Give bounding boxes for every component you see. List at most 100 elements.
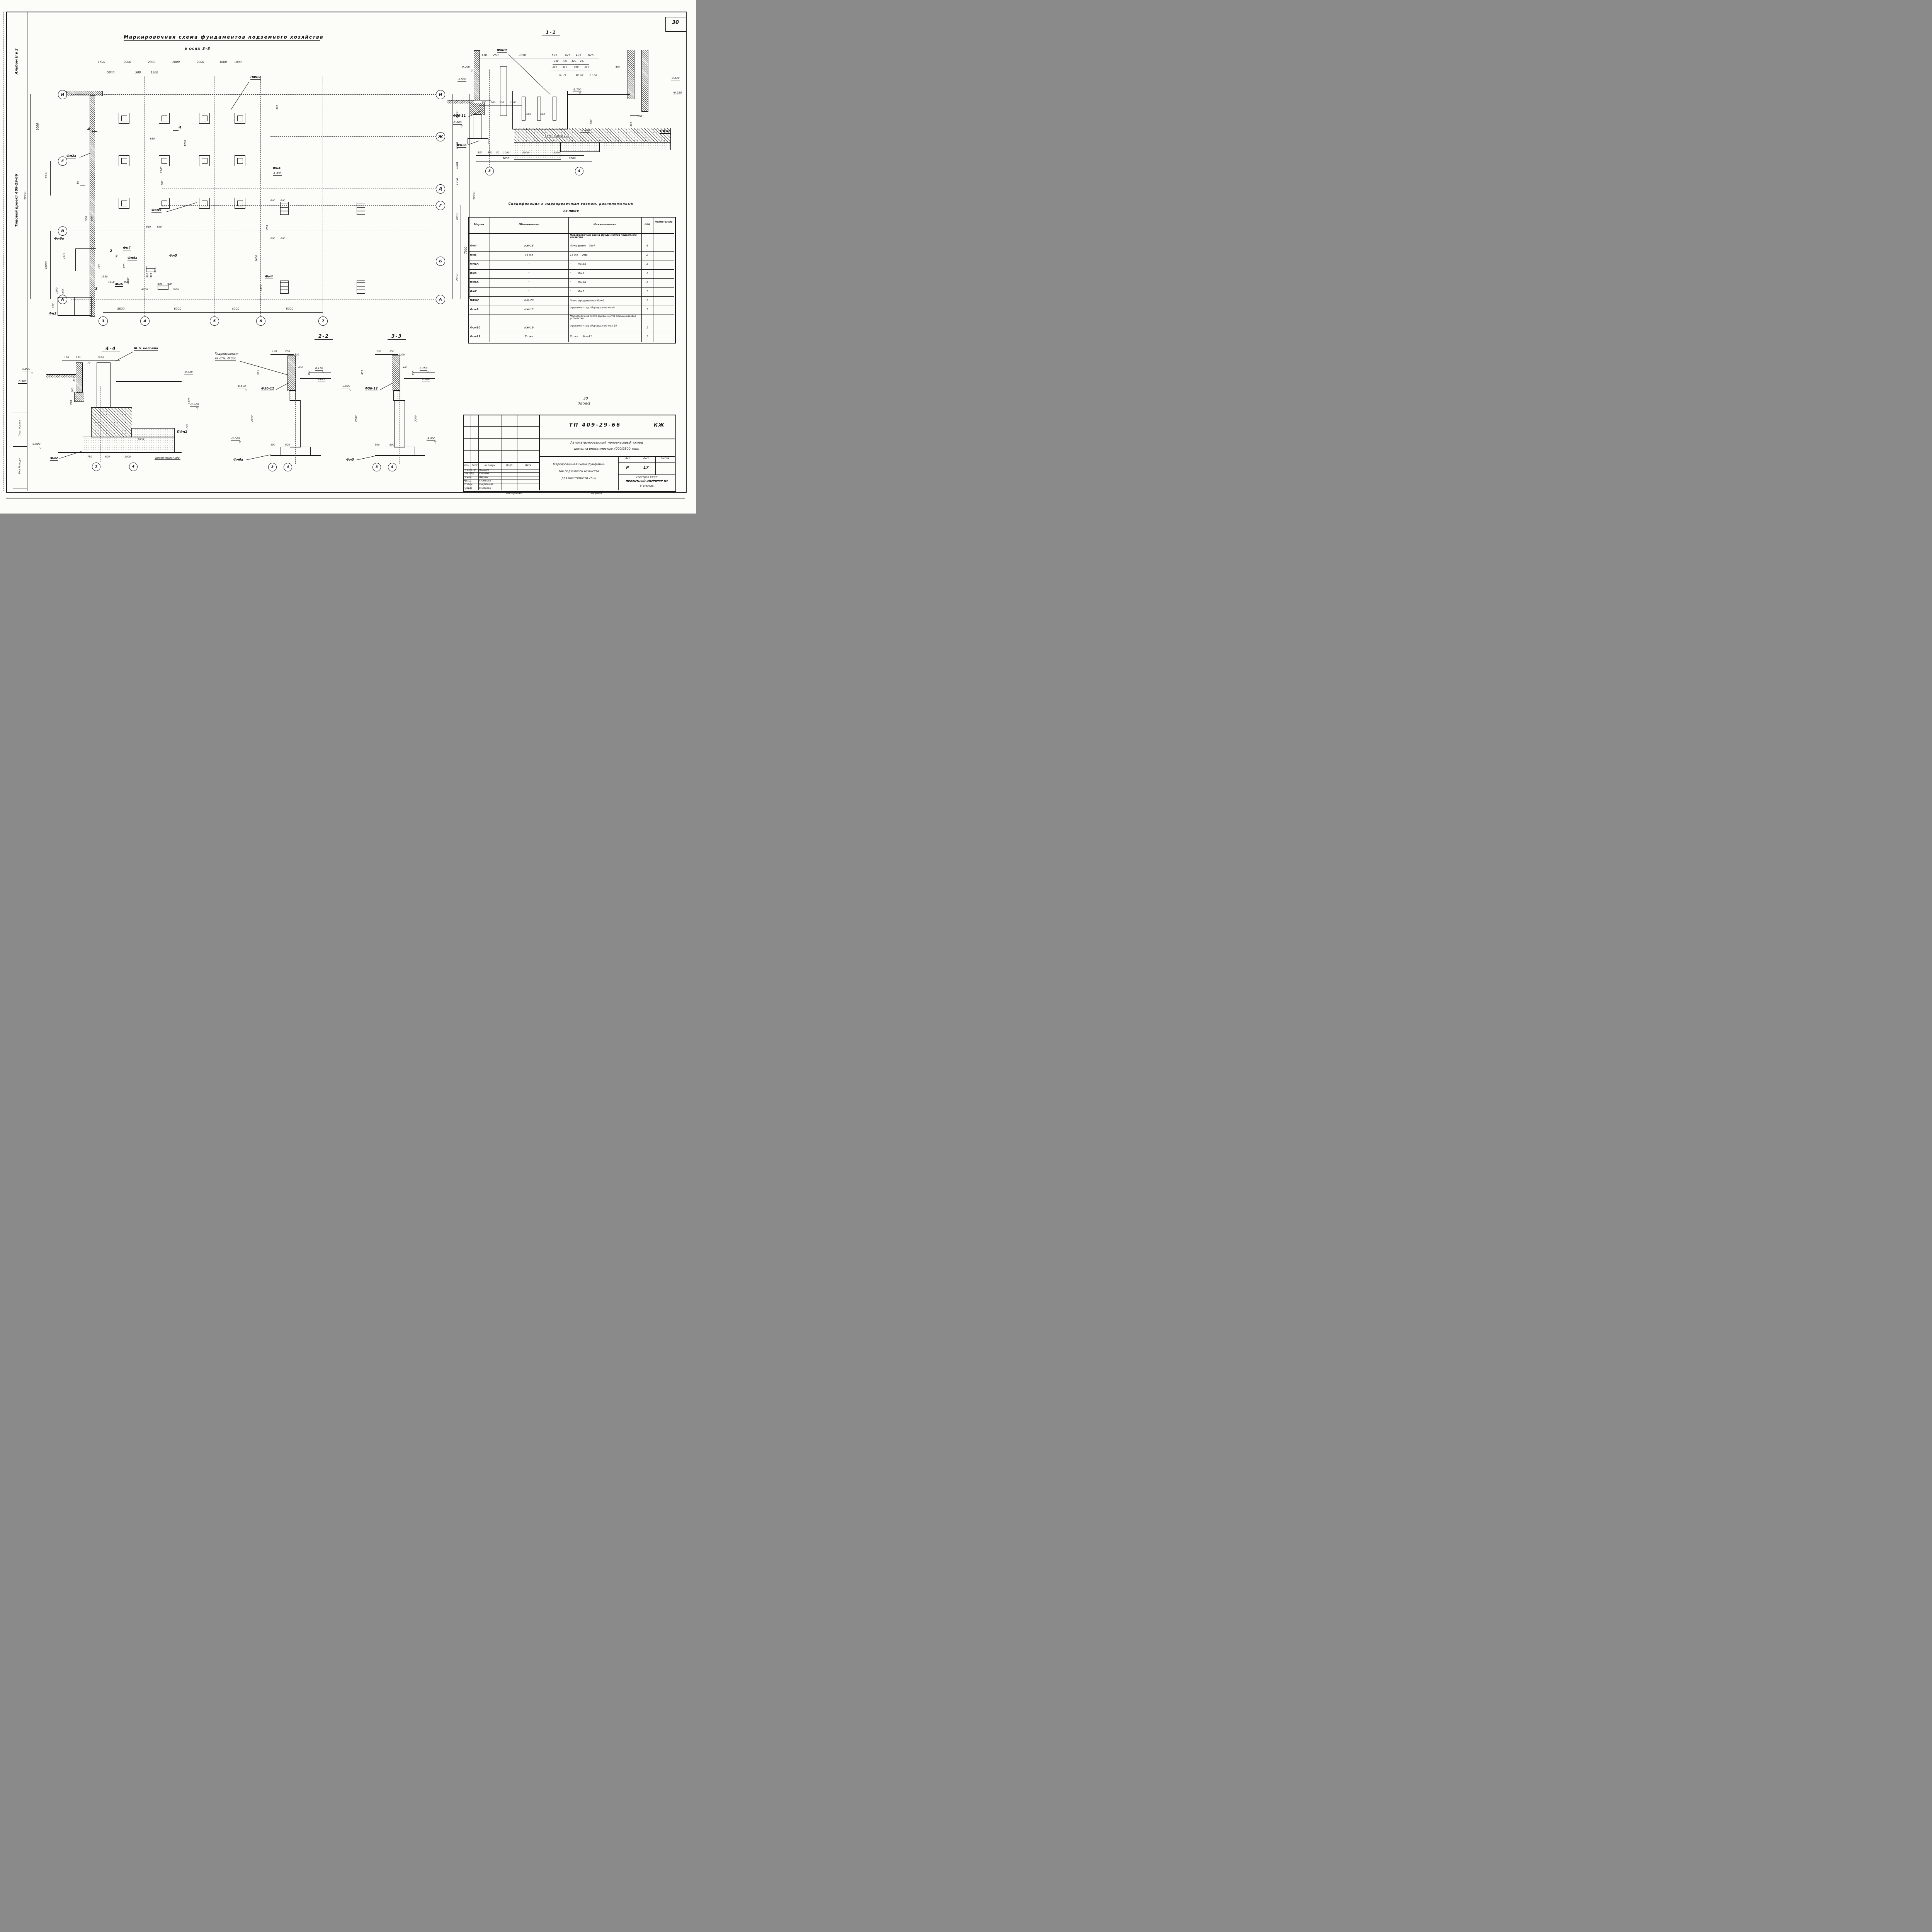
tb-org-1: Госстрой СССР — [636, 476, 658, 479]
dim: 750 — [97, 264, 100, 269]
dim: 3600 — [502, 157, 509, 160]
dim-line — [476, 155, 584, 156]
elev: -0.500 — [342, 384, 350, 389]
dim: 3050 — [259, 285, 263, 291]
table-cell: Фом10 — [470, 326, 481, 329]
tb-line — [463, 472, 539, 473]
tb-line — [655, 456, 656, 474]
dim: 5000 — [286, 307, 294, 311]
soil-hatch — [447, 100, 474, 104]
tb-drawing-name-1: Маркировочная схема фундамен- — [553, 463, 605, 466]
axis-bubble-4: 4 — [284, 463, 292, 471]
stair-foundation — [58, 297, 92, 316]
row-line — [468, 278, 674, 279]
kopiroval-label: Копировал — [506, 492, 522, 495]
label-concrete: Бетон марки 100 — [155, 456, 180, 460]
footing-fm4 — [199, 155, 210, 166]
dim: 2670 — [62, 253, 66, 259]
ground-line — [116, 381, 182, 382]
stamp-inv-label: Инв № подл. — [18, 457, 21, 474]
dim: 1360 — [151, 71, 158, 74]
axis-bubble-A-right: А — [436, 295, 445, 304]
table-cell: Плита фундаментная ПФм2 — [570, 299, 604, 302]
dim: 20 — [296, 354, 299, 356]
wall-footing — [74, 392, 84, 402]
axis-bubble-3: 3 — [485, 167, 494, 175]
table-cell: " — [528, 290, 530, 293]
dim: 370 — [153, 268, 157, 273]
anchor-slot — [537, 97, 541, 121]
dim: 1800 — [172, 288, 179, 291]
elev: -2.400 — [190, 403, 199, 407]
spec-header-naimenovanie: Наименование — [593, 223, 617, 226]
tb-role: Провер — [464, 487, 473, 490]
soil-hatch — [46, 375, 76, 378]
step-line — [74, 297, 75, 315]
ground-line — [46, 374, 76, 375]
dim: 100 — [270, 443, 276, 446]
footing-fm4 — [199, 113, 210, 124]
dim: 1200 — [55, 287, 58, 294]
tb-line — [463, 426, 539, 427]
elev: -1.700 — [573, 88, 582, 92]
footing-fm4-group — [280, 281, 289, 294]
spec-header-prim: Приме-чание — [655, 221, 673, 223]
elev: 0.000 — [422, 378, 430, 382]
section-3-3-title: 3-3 — [388, 334, 406, 340]
foundation-block — [75, 248, 96, 271]
dim: 2000 — [172, 60, 180, 64]
label-fom9: Фом9 — [497, 48, 507, 53]
dim: 2000 — [148, 60, 156, 64]
dim: 1350 — [101, 275, 108, 278]
axis-bubble-3: 3 — [99, 316, 108, 326]
tb-role: Рук гр — [464, 480, 471, 482]
dim: 500 — [135, 71, 141, 74]
tb-name: Смирнова — [479, 480, 491, 482]
dim: 250 — [585, 66, 589, 68]
dim: 500 — [160, 180, 164, 185]
slab-concrete — [514, 128, 671, 143]
dim: 300 — [499, 101, 504, 104]
note-waterproofing-1: Гидроизоляция — [215, 352, 238, 356]
stamp-number: 7606/3 — [578, 402, 590, 406]
tb-header-izm: Изм — [464, 464, 469, 467]
label-fm2: Фм2 — [50, 456, 58, 461]
tb-role: Гл кон. — [464, 476, 472, 479]
axis-bubble-7: 7 — [318, 316, 328, 326]
row-line — [468, 269, 674, 270]
dim-line — [30, 94, 31, 299]
axis-line-G — [162, 205, 436, 206]
dim: 850 — [563, 66, 567, 68]
tb-list-header: Лист — [643, 457, 649, 460]
plan-subtitle: в осях 3-8 — [167, 47, 228, 52]
dim: 675 — [588, 53, 594, 57]
cut-mark-3: 3 — [115, 255, 118, 259]
tb-line — [463, 462, 539, 463]
spec-header-kol: Кол — [645, 223, 650, 226]
table-cell: Фом11 — [470, 335, 481, 338]
dim: 600 — [281, 237, 286, 240]
dim: 1850 — [108, 281, 115, 284]
dim: 600 — [285, 443, 290, 446]
tb-role: Гл инж пр — [464, 469, 476, 471]
dim: 5840 — [107, 71, 115, 74]
row-line — [468, 251, 674, 252]
drawing-sheet: 30 Альбом II в 2 Типовой проект 409-29-6… — [0, 0, 696, 514]
dim: 800 — [124, 281, 129, 284]
footing-stem — [473, 114, 481, 139]
dim: 250 — [553, 66, 557, 68]
tb-name: Рыбкина — [479, 473, 490, 475]
elev: -2.400 — [581, 129, 590, 133]
dim: 300 — [481, 101, 486, 104]
footing-fm7 — [119, 198, 129, 209]
elev: -0.500 — [457, 78, 466, 82]
dim: 600 — [270, 199, 276, 202]
elev-mark: ▽ — [587, 133, 590, 136]
pfm2-slab — [131, 428, 175, 437]
label-f5b12: Ф5б-12 — [365, 387, 378, 391]
table-cell: То же Фом11 — [570, 335, 592, 338]
elev: -0.550 — [673, 91, 682, 95]
tb-list-value: 17 — [643, 466, 649, 470]
wall-section — [641, 50, 648, 112]
floor-line — [404, 378, 435, 379]
